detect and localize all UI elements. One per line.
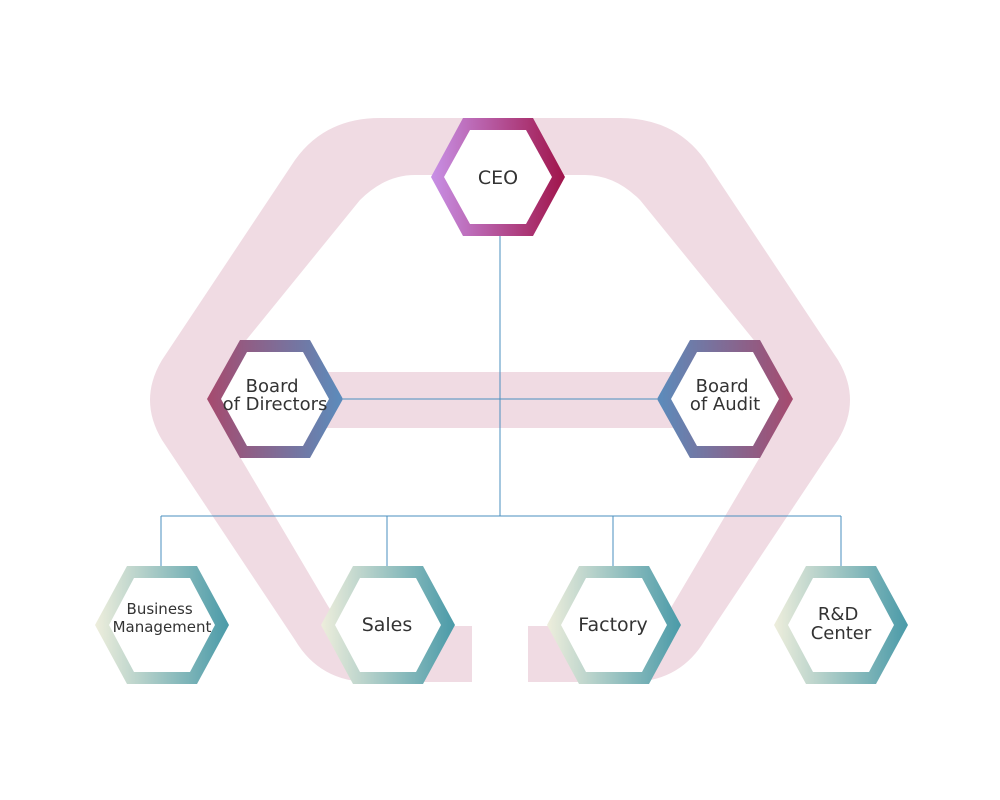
node-factory-inner xyxy=(561,578,667,672)
node-business-management-line-2: Management xyxy=(113,618,212,636)
node-ceo: CEO xyxy=(431,118,565,236)
node-rd-center-label: R&D Center xyxy=(811,604,872,644)
node-ceo-inner xyxy=(444,130,552,224)
node-factory-label: Factory xyxy=(578,614,647,636)
node-board-of-directors-label: Board of Directors xyxy=(223,376,328,415)
node-business-management-line-1: Business xyxy=(127,600,193,618)
node-sales: Sales xyxy=(321,566,455,684)
node-sales-label: Sales xyxy=(362,614,413,636)
node-board-of-audit-inner xyxy=(671,352,779,446)
node-board-of-audit-line-1: Board xyxy=(696,376,749,397)
node-factory: Factory xyxy=(547,566,681,684)
node-board-of-directors-inner xyxy=(221,352,329,446)
node-board-of-audit-line-2: of Audit xyxy=(690,394,760,415)
node-sales-inner xyxy=(335,578,441,672)
node-business-management-label: Business Management xyxy=(113,600,212,636)
node-rd-center: R&D Center xyxy=(774,566,908,684)
node-business-management-inner xyxy=(109,578,215,672)
node-rd-center-line-1: R&D xyxy=(818,604,858,625)
node-ceo-label: CEO xyxy=(478,167,518,189)
node-board-of-audit-label: Board of Audit xyxy=(690,376,760,415)
node-rd-center-line-2: Center xyxy=(811,623,872,644)
node-rd-center-inner xyxy=(788,578,894,672)
connector-lines xyxy=(160,236,842,566)
node-board-of-directors-line-2: of Directors xyxy=(223,394,328,415)
node-board-of-audit: Board of Audit xyxy=(657,340,793,458)
node-board-of-directors-line-1: Board xyxy=(246,376,299,397)
node-business-management: Business Management xyxy=(95,566,229,684)
node-board-of-directors: Board of Directors xyxy=(207,340,343,458)
